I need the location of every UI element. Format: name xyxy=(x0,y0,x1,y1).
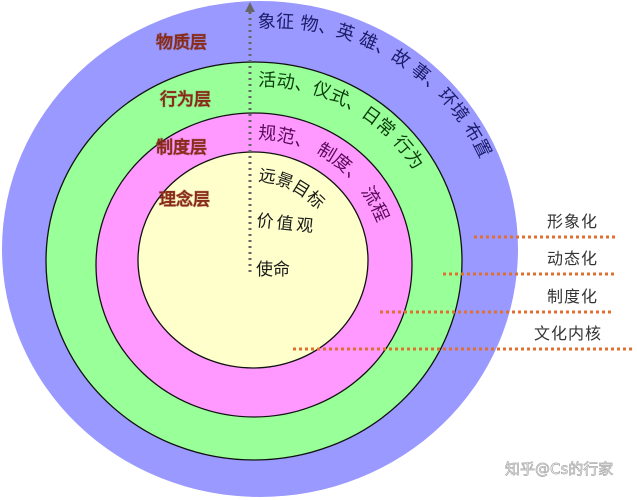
layer-label-material: 物质层 xyxy=(156,32,207,53)
watermark: 知乎@Cs的行家 xyxy=(505,460,613,478)
layer-label-system: 制度层 xyxy=(156,137,207,158)
arrow-up-icon xyxy=(245,2,255,12)
concept-mission: 使命 xyxy=(256,259,290,280)
side-label-cultural-core: 文化内核 xyxy=(534,324,602,343)
concept-layer-core xyxy=(137,151,369,369)
side-label-institutionalization: 制度化 xyxy=(547,287,598,306)
layer-label-behavior: 行为层 xyxy=(159,89,211,110)
side-label-dynamization: 动态化 xyxy=(547,249,598,268)
layer-label-concept: 理念层 xyxy=(159,189,210,210)
side-label-visualization: 形象化 xyxy=(547,212,598,231)
